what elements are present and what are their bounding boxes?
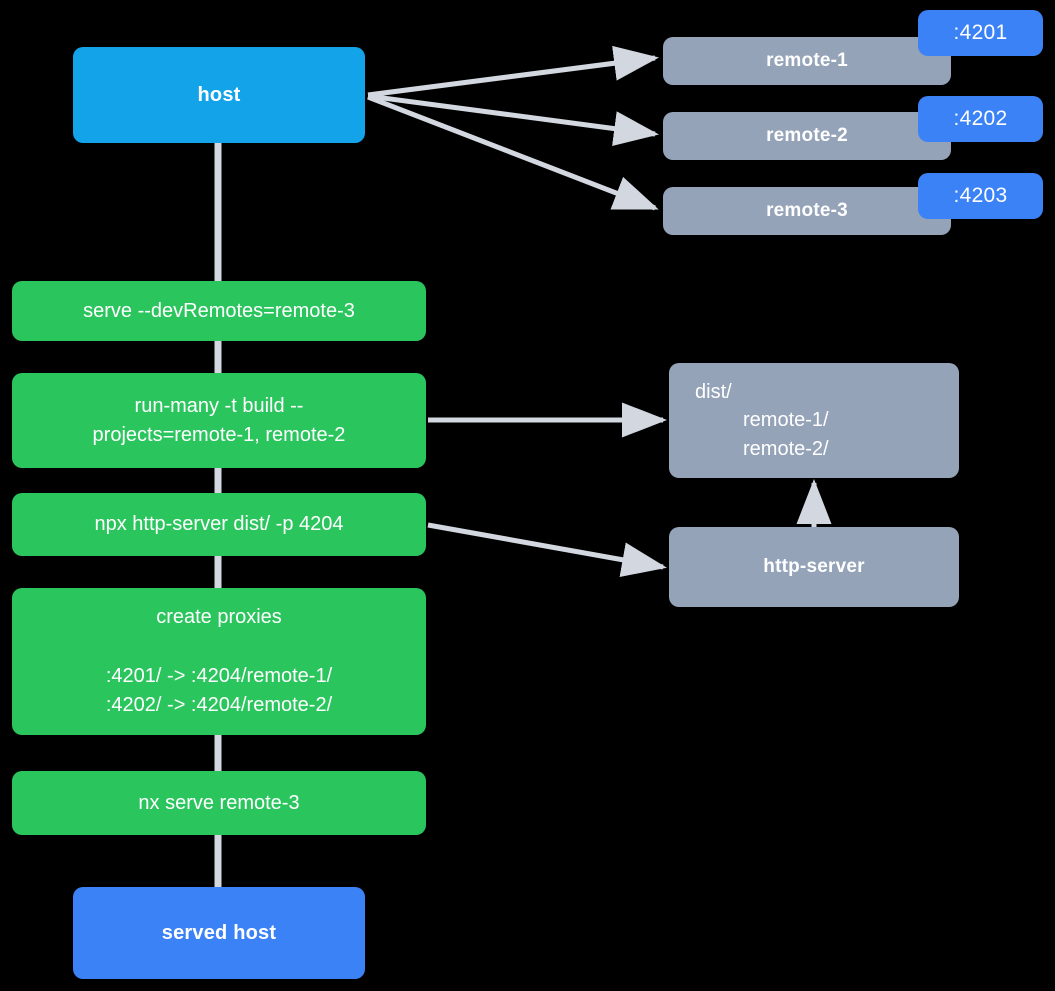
node-command-create-proxies[interactable]: create proxies :4201/ -> :4204/remote-1/… <box>12 588 426 735</box>
command-run-many-label-line2: projects=remote-1, remote-2 <box>92 423 346 446</box>
dist-folder-line-1: dist/ <box>695 380 732 403</box>
command-serve-label: serve --devRemotes=remote-3 <box>83 299 355 322</box>
node-dist-folder[interactable]: dist/ remote-1/ remote-2/ <box>669 363 959 478</box>
node-command-nx-serve-remote-3[interactable]: nx serve remote-3 <box>12 771 426 835</box>
port-badge-remote-1[interactable]: :4201 <box>918 10 1043 56</box>
node-remote-2[interactable]: remote-2 <box>663 112 951 160</box>
node-http-server[interactable]: http-server <box>669 527 959 607</box>
command-npx-http-server-label: npx http-server dist/ -p 4204 <box>94 513 344 536</box>
port-badge-remote-2-label: :4202 <box>953 107 1008 130</box>
proxy-rule: :4202/ -> :4204/remote-2/ <box>105 693 333 716</box>
proxy-rule: :4201/ -> :4204/remote-1/ <box>105 664 333 687</box>
proxy-rules-list: :4201/ -> :4204/remote-1/ :4202/ -> :420… <box>106 662 332 720</box>
node-remote-1-label: remote-1 <box>766 49 848 71</box>
node-command-run-many[interactable]: run-many -t build -- projects=remote-1, … <box>12 373 426 468</box>
port-badge-remote-1-label: :4201 <box>953 21 1008 44</box>
command-create-proxies-label: create proxies <box>156 606 282 629</box>
node-served-host-label: served host <box>161 921 277 944</box>
node-remote-2-label: remote-2 <box>766 124 848 146</box>
dist-folder-line-3: remote-2/ <box>743 437 829 460</box>
port-badge-remote-3[interactable]: :4203 <box>918 173 1043 219</box>
port-badge-remote-3-label: :4203 <box>953 184 1008 207</box>
command-run-many-label-line1: run-many -t build -- <box>134 395 304 418</box>
port-badge-remote-2[interactable]: :4202 <box>918 96 1043 142</box>
edge-host-to-remote-2 <box>367 93 659 146</box>
node-command-serve[interactable]: serve --devRemotes=remote-3 <box>12 281 426 341</box>
node-remote-1[interactable]: remote-1 <box>663 37 951 85</box>
command-nx-serve-remote-3-label: nx serve remote-3 <box>138 791 300 814</box>
edge-host-to-remote-1 <box>367 45 659 98</box>
node-http-server-label: http-server <box>763 555 865 577</box>
node-command-npx-http-server[interactable]: npx http-server dist/ -p 4204 <box>12 493 426 556</box>
node-host-label: host <box>197 83 241 106</box>
node-served-host[interactable]: served host <box>73 887 365 979</box>
dist-folder-line-2: remote-1/ <box>743 409 829 432</box>
node-host[interactable]: host <box>73 47 365 143</box>
node-remote-3[interactable]: remote-3 <box>663 187 951 235</box>
edge-npx-to-httpserver <box>427 522 667 578</box>
edge-host-to-remote-3 <box>367 94 659 211</box>
node-remote-3-label: remote-3 <box>766 199 848 221</box>
